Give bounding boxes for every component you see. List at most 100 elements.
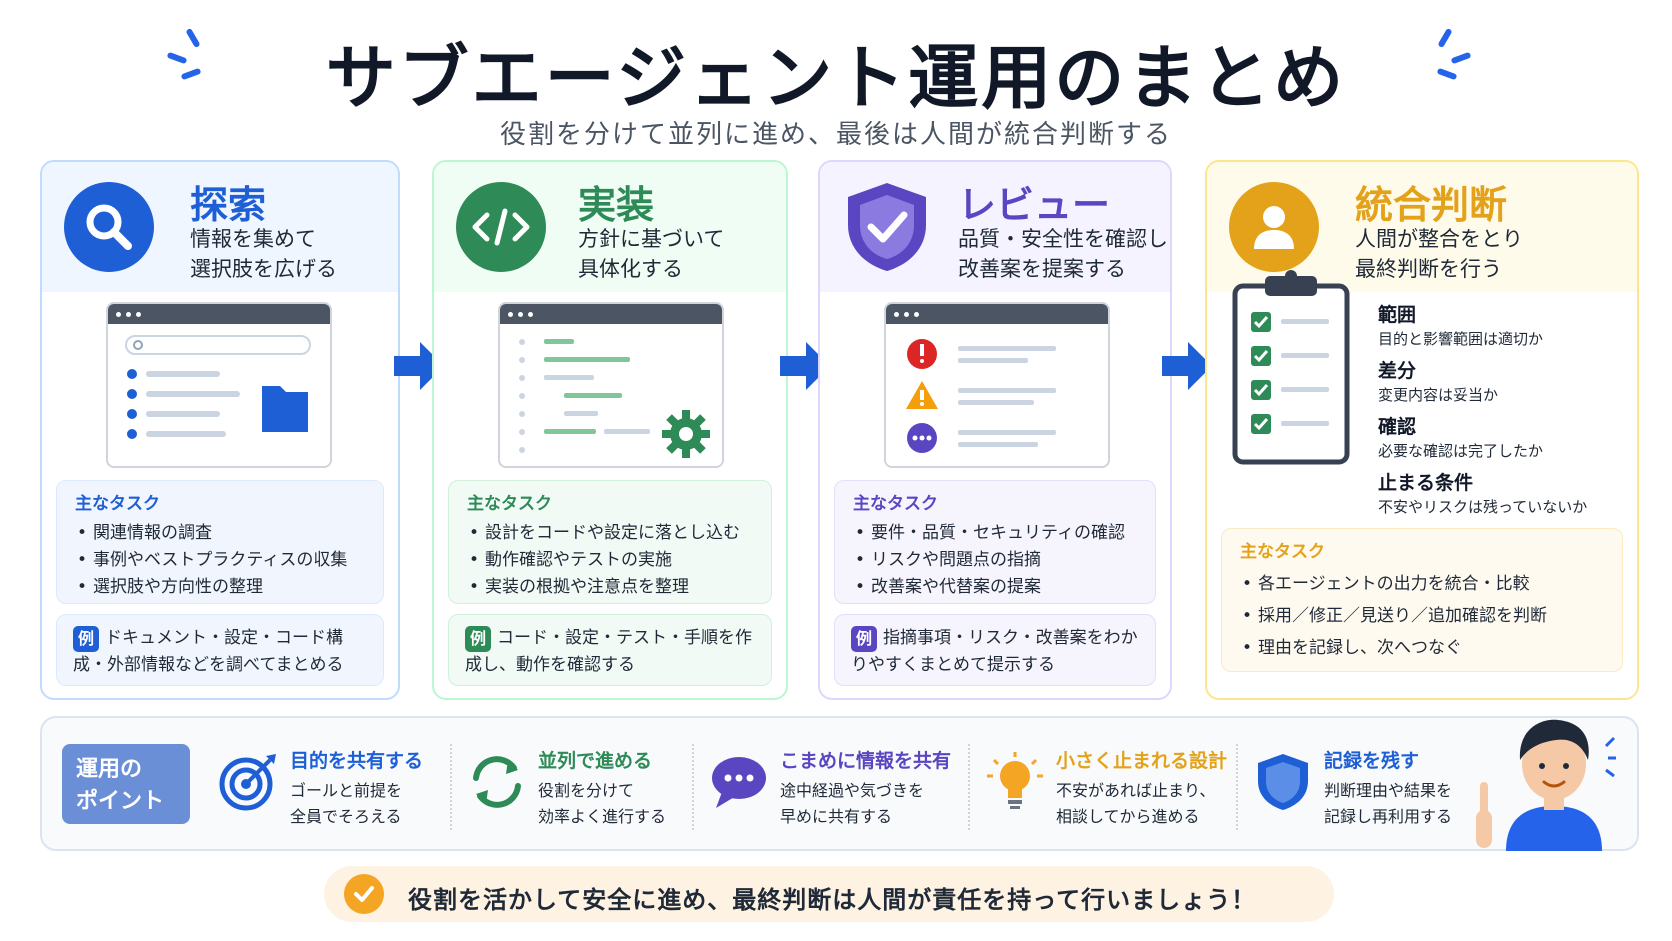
gear-icon (662, 410, 710, 458)
divider (1236, 744, 1238, 830)
card-title: 実装 (578, 183, 655, 227)
task-item: 実装の根拠や注意点を整理 (467, 574, 753, 601)
arrow-right-icon (394, 342, 444, 390)
tasks-box: 主なタスク 設計をコードや設定に落とし込む 動作確認やテストの実施 実装の根拠や… (448, 480, 772, 604)
card-integrate: 統合判断 人間が整合をとり 最終判断を行う 主なタスク 各エージェントの出力を統… (1205, 160, 1639, 700)
page-title: サブエージェント運用のまとめ (325, 37, 1347, 119)
card-description: 方針に基づいて 具体化する (578, 227, 725, 281)
card-description: 情報を集めて 選択肢を広げる (190, 227, 337, 281)
task-item: 採用／修正／見送り／追加確認を判断 (1240, 600, 1604, 632)
person-icon (1229, 182, 1319, 272)
clipboard-icon (1232, 270, 1350, 465)
example-text: ドキュメント・設定・コード構成・外部情報などを調べてまとめる (73, 628, 344, 675)
points-label: 運用の ポイント (62, 744, 190, 824)
checklist-title: 範囲 (1378, 304, 1417, 326)
target-icon (219, 754, 276, 811)
shield-icon (1258, 754, 1308, 810)
footer-banner: 役割を活かして安全に進め、最終判断は人間が責任を持って行いましょう！ (324, 866, 1334, 922)
point-item: 小さく止まれる設計 不安があれば止まり、 相談してから進める (984, 734, 1238, 834)
task-item: 要件・品質・セキュリティの確認 (853, 520, 1137, 547)
tasks-heading: 主なタスク (1240, 542, 1325, 562)
code-icon (456, 182, 546, 272)
card-title: 探索 (190, 183, 267, 227)
point-desc: 不安があれば止まり、 相談してから進める (1056, 781, 1216, 826)
card-header: 実装 方針に基づいて 具体化する (434, 162, 786, 292)
checklist-title: 止まる条件 (1378, 472, 1474, 494)
task-item: リスクや問題点の指摘 (853, 547, 1137, 574)
task-item: 理由を記録し、次へつなぐ (1240, 632, 1604, 664)
example-box: 例指摘事項・リスク・改善案をわかりやすくまとめて提示する (834, 614, 1156, 686)
point-item: 並列で進める 役割を分けて 効率よく進行する (466, 734, 688, 834)
tasks-heading: 主なタスク (467, 494, 552, 514)
example-box: 例コード・設定・テスト・手順を作成し、動作を確認する (448, 614, 772, 686)
task-item: 改善案や代替案の提案 (853, 574, 1137, 601)
task-item: 選択肢や方向性の整理 (75, 574, 365, 601)
footer-text: 役割を活かして安全に進め、最終判断は人間が責任を持って行いましょう！ (408, 886, 1257, 914)
example-badge: 例 (465, 625, 491, 652)
point-desc: ゴールと前提を 全員でそろえる (290, 781, 403, 826)
point-item: 記録を残す 判断理由や結果を 記録し再利用する (1252, 734, 1462, 834)
example-box: 例ドキュメント・設定・コード構成・外部情報などを調べてまとめる (56, 614, 384, 686)
example-badge: 例 (73, 625, 99, 652)
accent-burst-right (1424, 27, 1474, 88)
card-title: レビュー (958, 183, 1111, 227)
checklist-desc: 必要な確認は完了したか (1378, 442, 1544, 460)
tasks-box: 主なタスク 各エージェントの出力を統合・比較 採用／修正／見送り／追加確認を判断… (1221, 528, 1623, 672)
point-title: 記録を残す (1324, 750, 1420, 772)
operation-points: 運用の ポイント 目的を共有する ゴールと前提を 全員でそろえる 並列で進める … (40, 716, 1639, 851)
task-item: 設計をコードや設定に落とし込む (467, 520, 753, 547)
point-item: こまめに情報を共有 途中経過や気づきを 早めに共有する (708, 734, 962, 834)
card-header: 探索 情報を集めて 選択肢を広げる (42, 162, 398, 292)
card-header: 統合判断 人間が整合をとり 最終判断を行う (1207, 162, 1637, 292)
page-subtitle: 役割を分けて並列に進め、最後は人間が統合判断する (499, 120, 1172, 150)
lightbulb-icon (987, 752, 1043, 809)
example-text: コード・設定・テスト・手順を作成し、動作を確認する (465, 628, 752, 675)
points-label-line: ポイント (76, 789, 165, 814)
shield-check-icon (842, 182, 932, 272)
point-desc: 途中経過や気づきを 早めに共有する (780, 781, 925, 826)
task-item: 事例やベストプラクティスの収集 (75, 547, 365, 574)
card-implement: 実装 方針に基づいて 具体化する 主なタスク 設計をコードや設定に落とし込む 動 (432, 160, 788, 700)
review-mockup (884, 302, 1110, 468)
card-description: 品質・安全性を確認し 改善案を提案する (958, 227, 1168, 281)
tasks-box: 主なタスク 関連情報の調査 事例やベストプラクティスの収集 選択肢や方向性の整理 (56, 480, 384, 604)
card-title: 統合判断 (1355, 183, 1508, 227)
point-title: 並列で進める (538, 750, 653, 772)
point-title: 小さく止まれる設計 (1056, 750, 1228, 772)
divider (692, 744, 694, 830)
point-title: 目的を共有する (290, 750, 424, 772)
points-label-line: 運用の (76, 757, 143, 782)
point-title: こまめに情報を共有 (780, 750, 952, 772)
checklist-desc: 不安やリスクは残っていないか (1378, 498, 1588, 516)
task-item: 関連情報の調査 (75, 520, 365, 547)
point-desc: 役割を分けて 効率よく進行する (538, 781, 667, 826)
checklist-desc: 変更内容は妥当か (1378, 386, 1499, 404)
tasks-heading: 主なタスク (853, 494, 938, 514)
example-badge: 例 (851, 625, 877, 652)
chat-icon (712, 757, 766, 808)
arrow-right-icon (780, 342, 830, 390)
search-icon (64, 182, 154, 272)
example-text: 指摘事項・リスク・改善案をわかりやすくまとめて提示する (851, 628, 1138, 675)
tasks-heading: 主なタスク (75, 494, 160, 514)
browser-mockup (106, 302, 332, 468)
task-item: 各エージェントの出力を統合・比較 (1240, 568, 1604, 600)
divider (968, 744, 970, 830)
point-desc: 判断理由や結果を 記録し再利用する (1324, 781, 1453, 826)
checklist-title: 差分 (1378, 360, 1417, 382)
task-item: 動作確認やテストの実施 (467, 547, 753, 574)
card-review: レビュー 品質・安全性を確認し 改善案を提案する 主なタスク 要件・品質・セキュ… (818, 160, 1172, 700)
tasks-box: 主なタスク 要件・品質・セキュリティの確認 リスクや問題点の指摘 改善案や代替案… (834, 480, 1156, 604)
point-item: 目的を共有する ゴールと前提を 全員でそろえる (218, 734, 448, 834)
arrow-right-icon (1162, 342, 1212, 390)
checklist-desc: 目的と影響範囲は適切か (1378, 330, 1544, 348)
checklist-title: 確認 (1378, 416, 1417, 438)
card-description: 人間が整合をとり 最終判断を行う (1355, 227, 1523, 281)
check-icon (344, 874, 384, 914)
card-header: レビュー 品質・安全性を確認し 改善案を提案する (820, 162, 1170, 292)
code-editor-mockup (498, 302, 724, 468)
refresh-icon (473, 756, 521, 808)
presenter-illustration (1476, 719, 1616, 851)
card-explore: 探索 情報を集めて 選択肢を広げる 主なタスク 関連情報の調査 事例やベストプラ… (40, 160, 400, 700)
divider (450, 744, 452, 830)
